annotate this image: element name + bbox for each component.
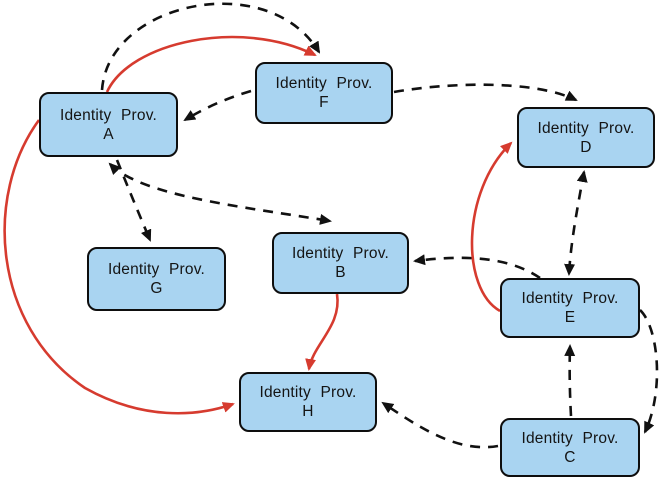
node-g-letter: G	[150, 280, 163, 297]
edge-e-to-c-dashed	[639, 309, 659, 434]
edge-a-to-f-red	[105, 35, 317, 93]
node-identity-prov-d: Identity Prov. D	[517, 107, 655, 168]
node-a-label: Identity Prov.	[59, 106, 158, 124]
node-h-label: Identity Prov.	[259, 384, 357, 401]
node-identity-prov-b: Identity Prov. B	[272, 232, 409, 294]
edge-a-to-h-red	[3, 119, 235, 415]
node-d-label: Identity Prov.	[537, 119, 635, 137]
edge-e-to-b-dashed	[413, 254, 541, 280]
node-identity-prov-h: Identity Prov. H	[239, 372, 377, 432]
node-identity-prov-e: Identity Prov. E	[500, 278, 640, 338]
node-f-letter: F	[319, 94, 329, 111]
node-c-letter: C	[564, 448, 576, 466]
node-a-letter: A	[103, 125, 114, 143]
edge-b-to-h-red	[305, 293, 339, 371]
node-identity-prov-a: Identity Prov. A	[39, 92, 178, 157]
edge-a-to-g-dashed	[115, 159, 152, 242]
node-identity-prov-f: Identity Prov. F	[255, 62, 393, 124]
edge-c-to-h-dashed	[381, 401, 499, 449]
edge-d-e-bidirectional-dashed	[564, 170, 588, 276]
node-identity-prov-g: Identity Prov. G	[87, 247, 226, 311]
node-h-letter: H	[302, 403, 314, 420]
node-f-label: Identity Prov.	[275, 75, 373, 92]
edge-f-to-a-dashed	[183, 89, 252, 122]
edge-f-to-d-dashed	[393, 83, 578, 102]
node-e-letter: E	[564, 309, 576, 326]
node-b-letter: B	[335, 264, 346, 281]
node-b-label: Identity Prov.	[291, 245, 390, 262]
edge-c-to-e-dashed	[564, 344, 576, 417]
node-d-letter: D	[580, 138, 592, 156]
edge-a-b-bidirectional-dashed	[108, 162, 332, 225]
node-g-label: Identity Prov.	[107, 261, 206, 278]
node-identity-prov-c: Identity Prov. C	[500, 418, 640, 477]
edge-a-to-f-dashed-arc	[100, 2, 321, 91]
edge-e-to-d-red	[470, 141, 513, 313]
node-e-label: Identity Prov.	[521, 290, 619, 307]
node-c-label: Identity Prov.	[521, 429, 619, 447]
